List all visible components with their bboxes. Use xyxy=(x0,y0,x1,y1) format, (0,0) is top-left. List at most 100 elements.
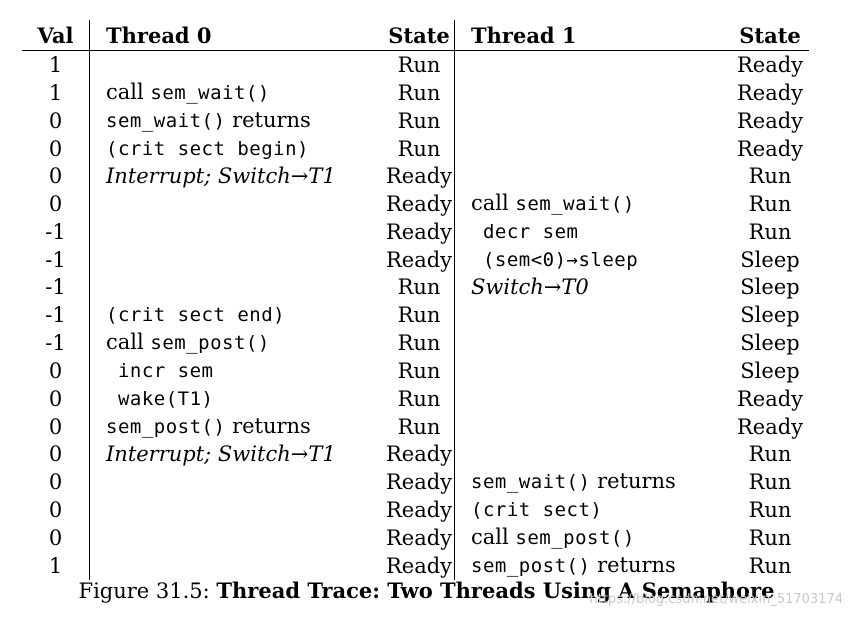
thread0-event: Interrupt; Switch→T1 xyxy=(89,441,384,468)
thread1-event xyxy=(454,135,731,163)
val-cell: 0 xyxy=(48,136,63,161)
val-cell: -1 xyxy=(45,247,66,272)
thread1-event: sem_wait() returns xyxy=(454,468,731,496)
thread0-state: Run xyxy=(397,302,441,327)
event-segment: call xyxy=(471,191,516,215)
thread1-state: Ready xyxy=(736,80,804,105)
event-segment: incr sem xyxy=(106,360,214,382)
val-cell: 0 xyxy=(48,358,63,383)
event-segment: decr sem xyxy=(471,221,579,243)
event-segment: sem_wait() xyxy=(471,471,591,493)
val-cell: -1 xyxy=(45,275,66,299)
thread1-event: call sem_wait() xyxy=(454,190,731,218)
thread0-state: Run xyxy=(397,53,441,77)
thread0-event: (crit sect begin) xyxy=(89,135,384,163)
event-segment: (crit sect end) xyxy=(106,304,286,326)
thread0-state: Run xyxy=(397,275,441,299)
thread0-state: Ready xyxy=(385,469,453,494)
event-segment: sem_post() xyxy=(515,527,635,549)
thread1-state: Ready xyxy=(736,136,804,161)
event-segment: call xyxy=(106,330,151,354)
thread0-state: Run xyxy=(397,358,441,383)
thread1-state: Run xyxy=(748,469,792,494)
thread0-state: Ready xyxy=(385,442,453,466)
event-segment: wake(T1) xyxy=(106,388,214,410)
val-cell: 0 xyxy=(48,469,63,494)
thread0-event xyxy=(89,496,384,524)
table-row: -1 (crit sect end) Run Sleep xyxy=(22,301,809,329)
thread1-state: Run xyxy=(748,442,792,466)
event-segment: returns xyxy=(590,469,676,493)
thread1-state: Ready xyxy=(736,53,804,77)
caption-title: Thread Trace: Two Threads Using A Semaph… xyxy=(216,578,775,603)
thread0-state: Run xyxy=(397,330,441,355)
event-segment: returns xyxy=(225,414,311,438)
thread0-event xyxy=(89,524,384,552)
val-cell: 0 xyxy=(48,386,63,411)
thread0-state: Run xyxy=(397,414,441,439)
header-row: Val Thread 0 State Thread 1 State xyxy=(22,20,809,51)
event-segment: (crit sect) xyxy=(471,499,603,521)
thread0-state: Ready xyxy=(385,553,453,578)
thread0-event: incr sem xyxy=(89,357,384,385)
thread1-event xyxy=(454,385,731,413)
thread1-state: Sleep xyxy=(740,330,800,355)
thread1-state: Sleep xyxy=(740,275,800,299)
thread0-state: Run xyxy=(397,80,441,105)
event-segment: returns xyxy=(590,553,676,577)
header-state0: State xyxy=(384,20,455,51)
val-cell: -1 xyxy=(45,330,66,355)
thread1-state: Ready xyxy=(736,386,804,411)
thread0-state: Ready xyxy=(385,247,453,272)
thread1-state: Sleep xyxy=(740,302,800,327)
val-cell: 0 xyxy=(48,497,63,522)
thread0-event xyxy=(89,468,384,496)
watermark: https://blog.csdn.net/weixin_51703174 xyxy=(589,592,843,607)
thread0-event xyxy=(89,552,384,580)
thread1-event: (crit sect) xyxy=(454,496,731,524)
thread1-state: Run xyxy=(748,525,792,550)
thread1-state: Run xyxy=(748,164,792,188)
thread1-state: Run xyxy=(748,219,792,244)
thread0-event xyxy=(89,246,384,274)
thread0-state: Ready xyxy=(385,525,453,550)
thread0-state: Ready xyxy=(385,191,453,216)
thread0-event: Interrupt; Switch→T1 xyxy=(89,163,384,190)
event-segment: Switch→T0 xyxy=(471,275,589,299)
val-cell: 0 xyxy=(48,108,63,133)
thread1-event: (sem<0)→sleep xyxy=(454,246,731,274)
thread0-event xyxy=(89,190,384,218)
val-cell: -1 xyxy=(45,302,66,327)
thread1-event: call sem_post() xyxy=(454,524,731,552)
thread1-event xyxy=(454,329,731,357)
event-segment: call xyxy=(471,525,516,549)
thread1-event xyxy=(454,50,731,79)
val-cell: 0 xyxy=(48,191,63,216)
event-segment: returns xyxy=(225,108,311,132)
thread1-event xyxy=(454,357,731,385)
thread1-event: Switch→T0 xyxy=(454,274,731,301)
event-segment: sem_wait() xyxy=(106,110,226,132)
thread1-state: Run xyxy=(748,553,792,578)
val-cell: 0 xyxy=(48,164,63,188)
table-row: -1 Run Switch→T0 Sleep xyxy=(22,274,809,301)
thread0-event: call sem_wait() xyxy=(89,79,384,107)
event-segment: call xyxy=(106,80,151,104)
thread1-state: Ready xyxy=(736,108,804,133)
event-segment: Interrupt; Switch→T1 xyxy=(106,164,336,188)
figure-caption: Figure 31.5: Thread Trace: Two Threads U… xyxy=(0,578,853,603)
thread0-state: Ready xyxy=(385,164,453,188)
thread1-state: Sleep xyxy=(740,247,800,272)
thread1-event xyxy=(454,107,731,135)
